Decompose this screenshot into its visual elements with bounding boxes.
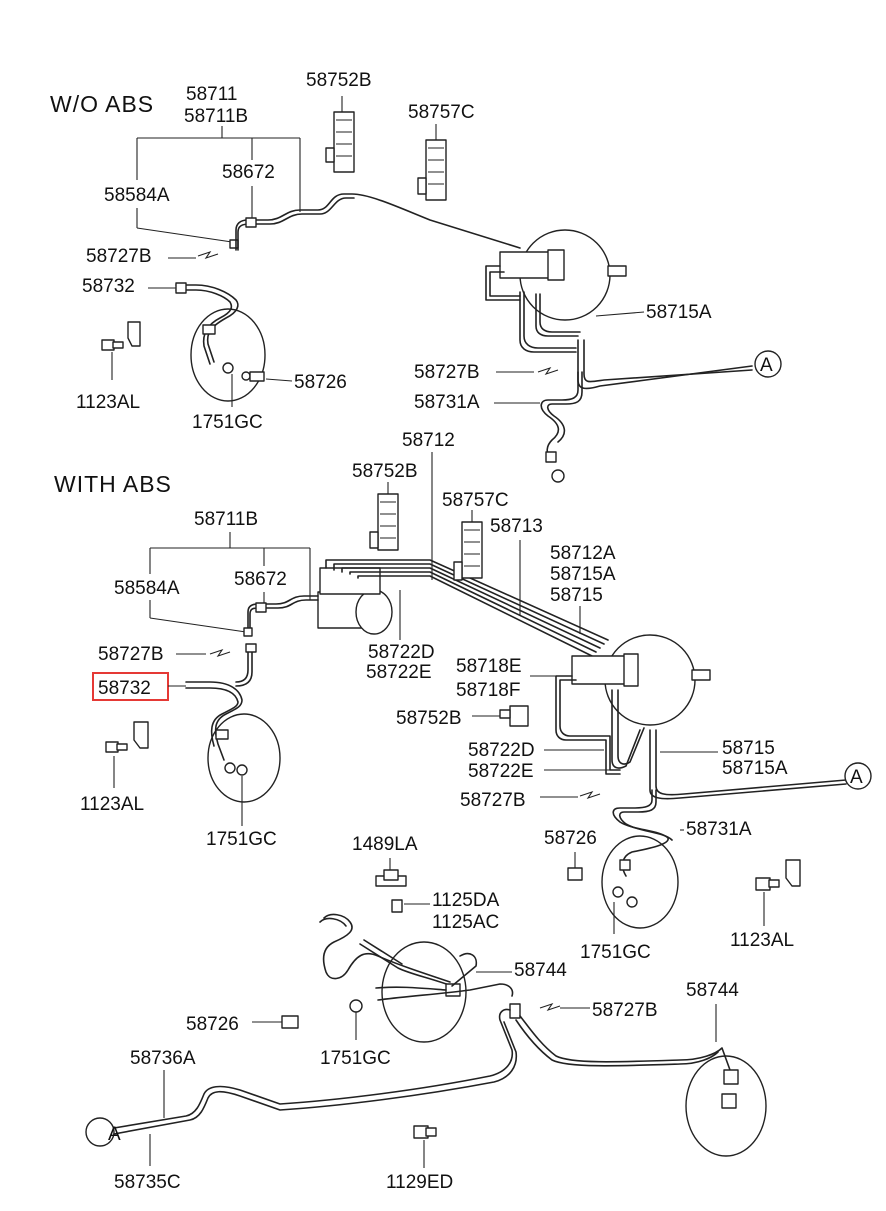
wo-abs-58731a-line [494,366,583,483]
label-58715a-abs[interactable]: 58715A [550,564,616,585]
wo-abs-main-line [235,193,521,251]
label-58715-abs[interactable]: 58715 [550,585,603,606]
with-abs-58726-bolt [567,852,583,881]
label-1123al[interactable]: 1123AL [76,392,140,413]
label-1125ac[interactable]: 1125AC [432,912,499,933]
with-abs-58757c-bracket [453,510,483,581]
with-abs-1123al-bolt [105,721,149,788]
label-58757c[interactable]: 58757C [408,102,475,123]
rear-1129ed-bolt [413,1125,437,1168]
wo-abs-front-wheel [175,284,293,407]
label-58711[interactable]: 58711 [186,84,237,105]
label-1751gc-rear[interactable]: 1751GC [320,1048,391,1069]
wo-abs-master-cylinder: A [485,229,782,390]
label-1123al-abs[interactable]: 1123AL [80,794,144,815]
with-abs-connector-a: A [850,767,863,788]
rear-right-wheel [515,1002,767,1157]
label-58744[interactable]: 58744 [514,960,567,981]
label-58727b-rear[interactable]: 58727B [592,1000,658,1021]
rear-main-lines: A [85,1008,518,1166]
label-58752b-abs-lower[interactable]: 58752B [396,708,462,729]
label-1125da[interactable]: 1125DA [432,890,500,911]
label-58715-lower[interactable]: 58715 [722,738,775,759]
label-58718e[interactable]: 58718E [456,656,522,677]
wo-abs-58757c-bracket [417,124,447,201]
with-abs-hcu [243,452,609,657]
label-58752b-abs[interactable]: 58752B [352,461,418,482]
label-58722d[interactable]: 58722D [368,642,435,663]
label-58731a[interactable]: 58731A [414,392,480,413]
label-1751gc-abs[interactable]: 1751GC [206,829,277,850]
with-abs-58752b-bracket [369,482,399,551]
rear-connector-a: A [108,1124,121,1145]
label-1489la[interactable]: 1489LA [352,834,418,855]
label-1751gc-rear-right[interactable]: 1751GC [580,942,651,963]
wo-abs-bracket [136,126,301,243]
header-wo-abs: W/O ABS [50,91,154,117]
label-58752b[interactable]: 58752B [306,70,372,91]
label-58718f[interactable]: 58718F [456,680,520,701]
wo-abs-58752b-bracket [325,96,355,173]
label-58726[interactable]: 58726 [294,372,347,393]
label-58727b-abs-lower[interactable]: 58727B [460,790,526,811]
label-58715a-lower[interactable]: 58715A [722,758,788,779]
label-58722e-lower[interactable]: 58722E [468,761,534,782]
label-58731a-abs[interactable]: 58731A [686,819,752,840]
label-58584a-abs[interactable]: 58584A [114,578,180,599]
label-58735c[interactable]: 58735C [114,1172,181,1193]
label-58732-highlighted[interactable]: 58732 [98,678,151,699]
rear-1123al-bolt [755,859,801,926]
label-58712[interactable]: 58712 [402,430,455,451]
label-58722d-lower[interactable]: 58722D [468,740,535,761]
label-58732[interactable]: 58732 [82,276,135,297]
label-58722e[interactable]: 58722E [366,662,432,683]
rear-1489la-clip [375,858,430,913]
wo-abs-1123al-bolt [101,321,141,380]
label-1129ed[interactable]: 1129ED [386,1172,453,1193]
with-abs-front-right-wheel [540,789,684,934]
label-58726-rear[interactable]: 58726 [186,1014,239,1035]
header-with-abs: WITH ABS [54,471,172,497]
label-1123al-rear[interactable]: 1123AL [730,930,794,951]
label-58711b-abs[interactable]: 58711B [194,509,258,530]
rear-left-wheel [252,913,521,1043]
label-58584a[interactable]: 58584A [104,185,170,206]
wo-abs-connector-a: A [760,355,773,376]
label-58715a[interactable]: 58715A [646,302,712,323]
label-58727b[interactable]: 58727B [86,246,152,267]
with-abs-bracket [149,532,311,633]
label-58672[interactable]: 58672 [222,162,275,183]
label-58727b-abs[interactable]: 58727B [98,644,164,665]
label-58672-abs[interactable]: 58672 [234,569,287,590]
label-58736a[interactable]: 58736A [130,1048,196,1069]
wo-abs-fittings [148,239,239,294]
label-58713[interactable]: 58713 [490,516,543,537]
with-abs-front-left-wheel [168,643,281,826]
label-58757c-abs[interactable]: 58757C [442,490,509,511]
label-58711b[interactable]: 58711B [184,106,248,127]
label-58712a[interactable]: 58712A [550,543,616,564]
label-58744-right[interactable]: 58744 [686,980,739,1001]
label-1751gc[interactable]: 1751GC [192,412,263,433]
with-abs-58752b-clip [472,705,529,727]
label-58727b-lower[interactable]: 58727B [414,362,480,383]
label-58726-abs[interactable]: 58726 [544,828,597,849]
with-abs-master-cylinder: A [530,634,872,800]
